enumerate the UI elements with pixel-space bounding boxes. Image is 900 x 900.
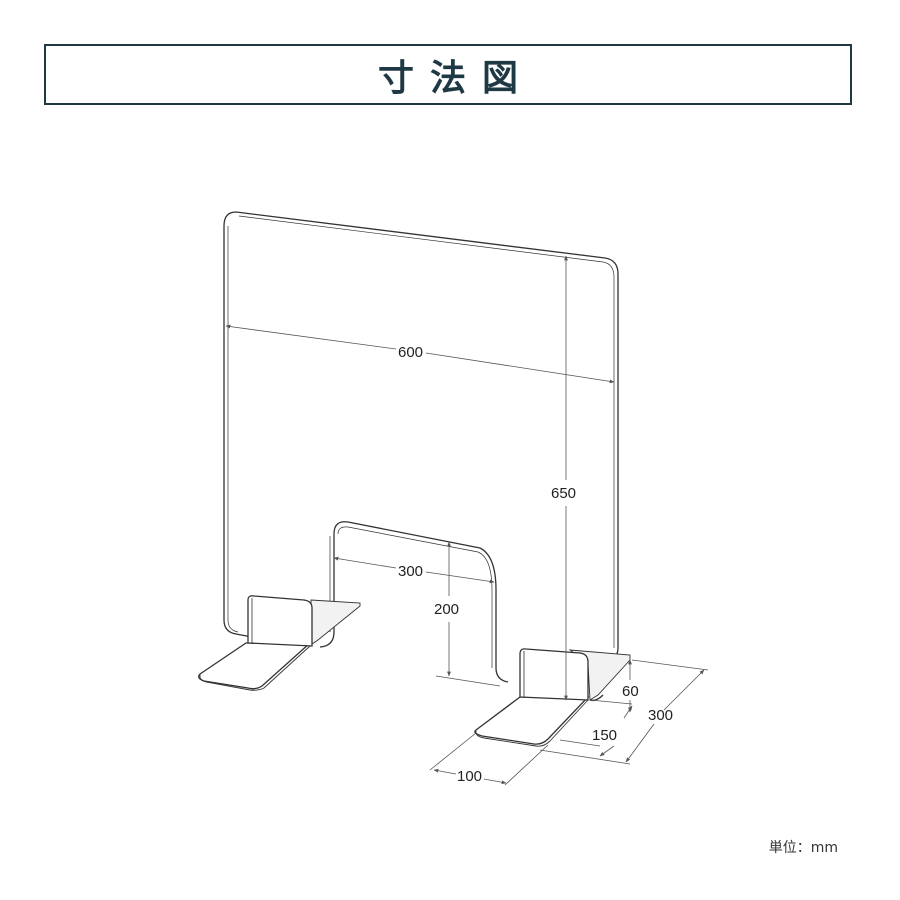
dim-label-panel-width: 600 — [398, 344, 423, 361]
page-title: 寸法図 — [377, 57, 534, 99]
dim-label-cutout-width: 300 — [398, 563, 423, 580]
dim-label-foot-depth-total: 300 — [648, 707, 673, 724]
acrylic-panel — [223, 211, 619, 702]
dim-label-panel-height: 650 — [551, 485, 576, 502]
dim-label-cutout-height: 200 — [434, 601, 459, 618]
right-foot — [474, 648, 631, 747]
dim-label-foot-depth-front: 150 — [592, 727, 617, 744]
dimension-lines — [225, 255, 709, 786]
unit-note: 単位：mm — [768, 840, 838, 856]
dim-label-foot-width: 100 — [457, 768, 482, 785]
title-box: 寸法図 — [44, 44, 852, 105]
dim-label-foot-height: 60 — [622, 683, 639, 700]
left-foot — [198, 595, 361, 691]
